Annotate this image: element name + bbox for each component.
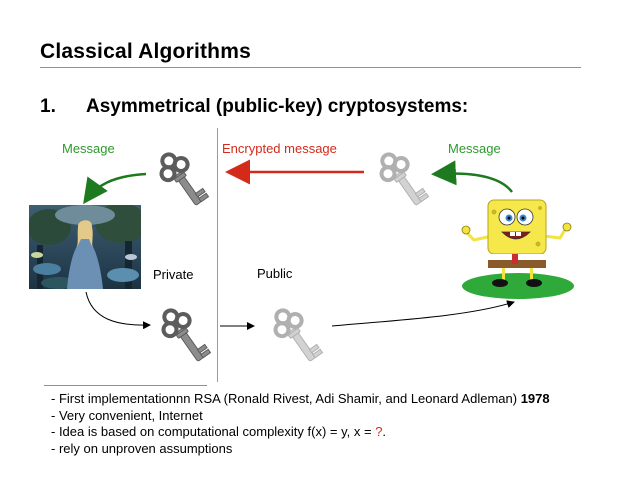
unknown-mark: ? <box>375 424 383 439</box>
sender-character-icon <box>461 199 572 287</box>
private-key-label: Private <box>153 267 194 282</box>
section-heading: 1. Asymmetrical (public-key) cryptosystem… <box>40 96 468 118</box>
sender-platform <box>462 273 574 299</box>
bullets-underline <box>44 385 207 386</box>
bullet-item: - Very convenient, Internet <box>51 407 203 423</box>
message-right-label: Message <box>448 141 501 156</box>
bullet-item: - rely on unproven assumptions <box>51 440 233 456</box>
rsa-year: 1978 <box>520 391 550 406</box>
receiver-to-private-arrow <box>85 291 151 330</box>
bullet-text-suffix: . <box>382 424 387 439</box>
bullet-item: - First implementationnn RSA (Ronald Riv… <box>51 391 550 408</box>
slide-title: Classical Algorithms <box>40 40 251 63</box>
bullet-text: - First implementationnn RSA (Ronald Riv… <box>51 391 521 406</box>
public-key-icon-bottom <box>265 301 327 370</box>
public-to-sender-arrow <box>331 300 515 327</box>
section-number: 1. <box>40 96 56 117</box>
encrypted-message-label: Encrypted message <box>222 141 337 156</box>
private-key-icon-top <box>151 145 213 214</box>
diagram-divider <box>217 128 218 382</box>
bullet-item: - Idea is based on computational complex… <box>51 424 550 441</box>
bullet-text: - Idea is based on computational complex… <box>51 424 376 439</box>
decrypt-arrow <box>83 172 147 205</box>
section-heading-text: Asymmetrical (public-key) cryptosystems: <box>86 96 469 117</box>
encrypt-arrow <box>431 160 513 193</box>
receiver-photo <box>29 205 141 289</box>
public-key-label: Public <box>257 266 293 281</box>
public-key-icon-top <box>371 145 433 214</box>
title-underline <box>40 67 581 68</box>
bullet-list: - First implementationnn RSA (Ronald Riv… <box>51 391 550 457</box>
private-key-icon-bottom <box>153 301 215 370</box>
message-left-label: Message <box>62 141 115 156</box>
